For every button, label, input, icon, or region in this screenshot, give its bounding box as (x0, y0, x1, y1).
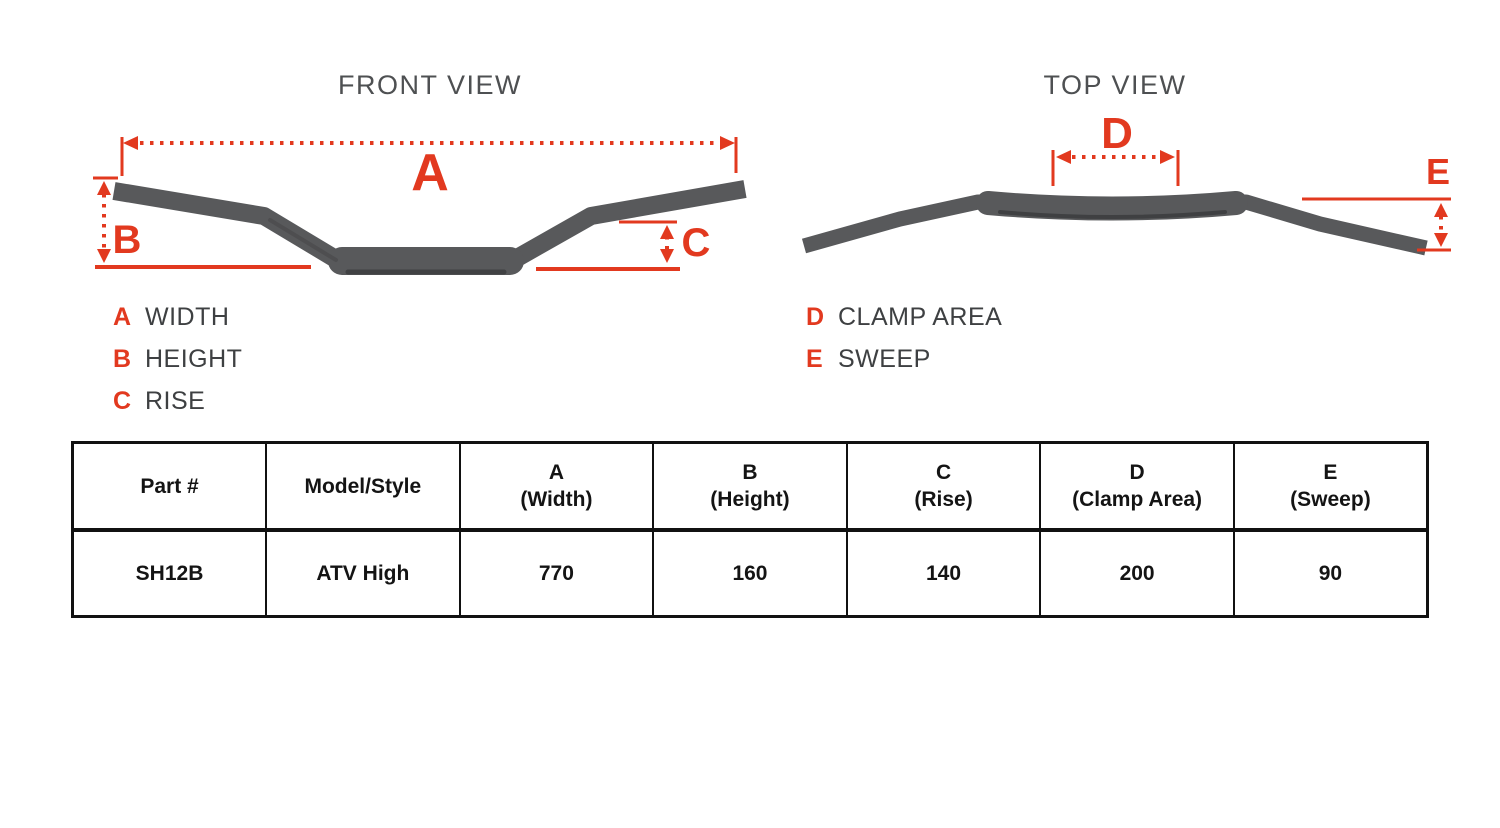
legend-item-rise: C RISE (113, 387, 242, 416)
front-handlebar-bend-shade (268, 218, 338, 262)
dim-label-e: E (1425, 151, 1451, 192)
dim-d-arrow-right (1160, 150, 1175, 164)
cell-clamp-area-value: 200 (1039, 529, 1235, 618)
legend-key-e: E (806, 345, 823, 373)
dim-e-arrow-up (1434, 203, 1448, 217)
dim-b-arrow-up (97, 181, 111, 195)
dim-c-arrow-up (660, 225, 674, 239)
spec-table: Part # Model/Style A (Width) B (Height) … (71, 441, 1429, 618)
legend-label-clamp-area: CLAMP AREA (838, 303, 1003, 331)
dim-e-arrow-down (1434, 233, 1448, 247)
dim-label-d: D (1101, 109, 1133, 158)
front-view-legend: A WIDTH B HEIGHT C RISE (113, 303, 242, 416)
dim-a-arrow-right (720, 136, 735, 150)
legend-label-width: WIDTH (145, 303, 230, 331)
cell-part-number: SH12B (71, 529, 268, 618)
legend-key-a: A (113, 303, 132, 331)
spec-table-header-row: Part # Model/Style A (Width) B (Height) … (71, 441, 1429, 532)
front-view-title: FRONT VIEW (337, 70, 523, 100)
cell-width-value: 770 (458, 529, 655, 618)
top-view-legend: D CLAMP AREA E SWEEP (806, 303, 1002, 374)
header-b-height: B (Height) (652, 441, 848, 532)
dim-label-b: B (112, 218, 142, 262)
legend-key-c: C (113, 387, 132, 415)
legend-item-clamp-area: D CLAMP AREA (806, 303, 1002, 332)
top-view-diagram (801, 150, 1451, 256)
legend-label-rise: RISE (145, 387, 206, 415)
legend-key-b: B (113, 345, 132, 373)
top-view-title: TOP VIEW (1043, 70, 1187, 100)
cell-model-style: ATV High (265, 529, 461, 618)
diagram-canvas (93, 136, 1451, 275)
legend-item-sweep: E SWEEP (806, 345, 1002, 374)
cell-height-value: 160 (652, 529, 848, 618)
header-a-width: A (Width) (458, 441, 655, 532)
legend-item-width: A WIDTH (113, 303, 242, 332)
header-c-rise: C (Rise) (845, 441, 1042, 532)
dim-label-c: C (681, 221, 711, 265)
header-e-sweep: E (Sweep) (1232, 441, 1429, 532)
front-view-diagram (93, 136, 747, 275)
legend-item-height: B HEIGHT (113, 345, 242, 374)
cell-sweep-value: 90 (1232, 529, 1429, 618)
dim-label-a: A (411, 144, 449, 202)
legend-label-height: HEIGHT (145, 345, 243, 373)
dim-d-arrow-left (1056, 150, 1071, 164)
header-model-style: Model/Style (265, 441, 461, 532)
header-d-clamp-area: D (Clamp Area) (1039, 441, 1235, 532)
cell-rise-value: 140 (845, 529, 1042, 618)
legend-label-sweep: SWEEP (838, 345, 931, 373)
dim-a-arrow-left (123, 136, 138, 150)
header-part-number: Part # (71, 441, 268, 532)
dim-b-arrow-down (97, 249, 111, 263)
legend-key-d: D (806, 303, 825, 331)
top-handlebar-shadow-edge (998, 210, 1227, 219)
top-handlebar-clamp-section (976, 191, 1248, 221)
dim-c-arrow-down (660, 249, 674, 263)
spec-table-data-row: SH12B ATV High 770 160 140 200 90 (71, 529, 1429, 618)
